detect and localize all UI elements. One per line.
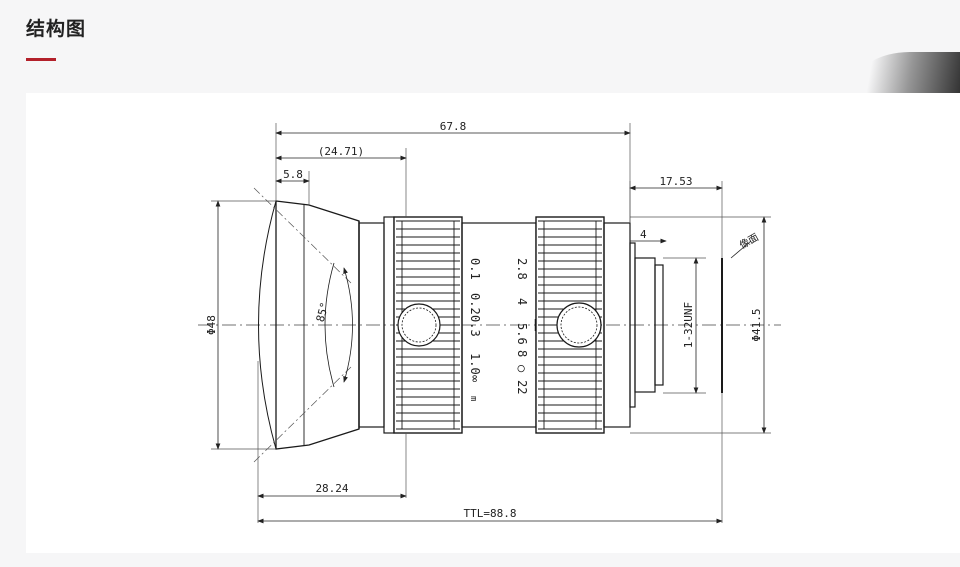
image-plane-leader [730,240,752,259]
dim-front-lip: 5.8 [283,168,303,181]
field-angle-label: 85° [314,301,332,324]
image-plane-label: 像面 [738,231,761,251]
focus-lock-screw [397,303,441,347]
focus-mark: 0.3 [468,315,482,337]
aperture-mark: 8 [515,350,529,357]
dim-back-focal: 17.53 [659,175,692,188]
dim-overall-length: 67.8 [440,120,467,133]
dim-rear-step: 4 [640,228,647,241]
focus-mark: 0.2 [468,293,482,315]
focus-unit: m [468,396,478,401]
focus-ring [393,216,463,434]
dim-arc-field-angle [343,267,353,383]
aperture-lock-screw [556,302,602,348]
corner-shadow [850,52,960,94]
focus-mark: ∞ [468,375,482,382]
dim-ttl: TTL=88.8 [464,507,517,520]
focus-mark: 0.1 [468,258,482,280]
dim-body-diameter: Φ41.5 [750,308,763,341]
page-title: 结构图 [26,18,87,40]
aperture-mark: 22 [515,380,529,394]
dim-front-to-ring: (24.71) [318,145,364,158]
aperture-mark: ○ [515,365,529,372]
title-underline [26,58,56,61]
aperture-scale: 2.8 4 5.6 8 ○ 22 [515,258,529,394]
dim-bottom-offset: 28.24 [315,482,348,495]
focus-mark: 1.0 [468,353,482,375]
lens-drawing-svg: 67.8 (24.71) 5.8 17.53 4 Φ48 1-32UNF Φ41… [198,120,781,524]
rear-mount [603,222,664,428]
aperture-ring [535,216,605,434]
focus-scale: 0.1 0.2 0.3 1.0 ∞ m [468,258,482,401]
dim-front-diameter: Φ48 [205,315,218,335]
aperture-mark: 5.6 [515,323,529,345]
aperture-mark: 2.8 [515,258,529,280]
lens-structure-drawing: 67.8 (24.71) 5.8 17.53 4 Φ48 1-32UNF Φ41… [26,93,960,553]
aperture-mark: 4 [515,298,529,305]
dim-mount-thread: 1-32UNF [682,302,695,348]
